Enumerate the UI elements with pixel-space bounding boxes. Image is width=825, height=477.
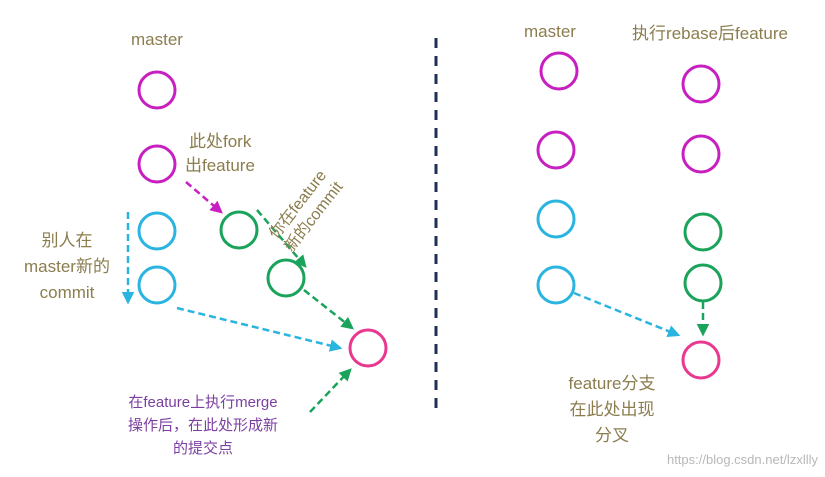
left-merge-commit: [348, 328, 388, 368]
right-feature-commit-1: [683, 212, 723, 252]
others-note-line-1: 别人在: [42, 231, 93, 250]
right-others-to-new-arrow: [573, 291, 681, 338]
fork-arrow: [185, 181, 223, 214]
left-others-commit-2: [137, 265, 177, 305]
right-rebase-label: 执行rebase后feature: [632, 24, 788, 43]
merge-note-arrow: [309, 368, 352, 413]
merge-note-line-2: 操作后，在此处形成新: [128, 417, 278, 434]
right-master-commit-1: [539, 51, 579, 91]
right-feature-master-commit-2: [681, 134, 721, 174]
right-feature-master-commit-1: [681, 64, 721, 104]
left-master-commit-1: [137, 70, 177, 110]
merge-note-line-1: 在feature上执行merge: [128, 394, 277, 411]
left-master-label: master: [131, 30, 183, 49]
fork-note-line-2: 出feature: [185, 156, 255, 175]
others-note-line-2: master新的: [24, 257, 110, 276]
left-feature-commit-1: [219, 210, 259, 250]
yours-arrow-2: [303, 289, 354, 330]
right-others-commit-1: [536, 199, 576, 239]
right-master-commit-2: [536, 130, 576, 170]
right-master-label: master: [524, 22, 576, 41]
left-feature-commit-2: [266, 258, 306, 298]
left-others-commit-1: [137, 211, 177, 251]
watermark: https://blog.csdn.net/lzxllly: [667, 452, 819, 467]
right-rebased-commit: [681, 340, 721, 380]
branch-note-line-3: 分叉: [595, 426, 629, 445]
branch-note-line-1: feature分支: [569, 374, 656, 393]
yours-arrow-1: [256, 209, 307, 268]
fork-note-line-1: 此处fork: [189, 132, 252, 151]
others-note-line-3: commit: [40, 283, 95, 302]
branch-note-line-2: 在此处出现: [570, 400, 655, 419]
merge-note-line-3: 的提交点: [173, 439, 233, 457]
right-feature-commit-2: [683, 263, 723, 303]
left-master-commit-2: [137, 144, 177, 184]
others-to-merge-arrow: [176, 306, 343, 352]
right-others-commit-2: [536, 265, 576, 305]
